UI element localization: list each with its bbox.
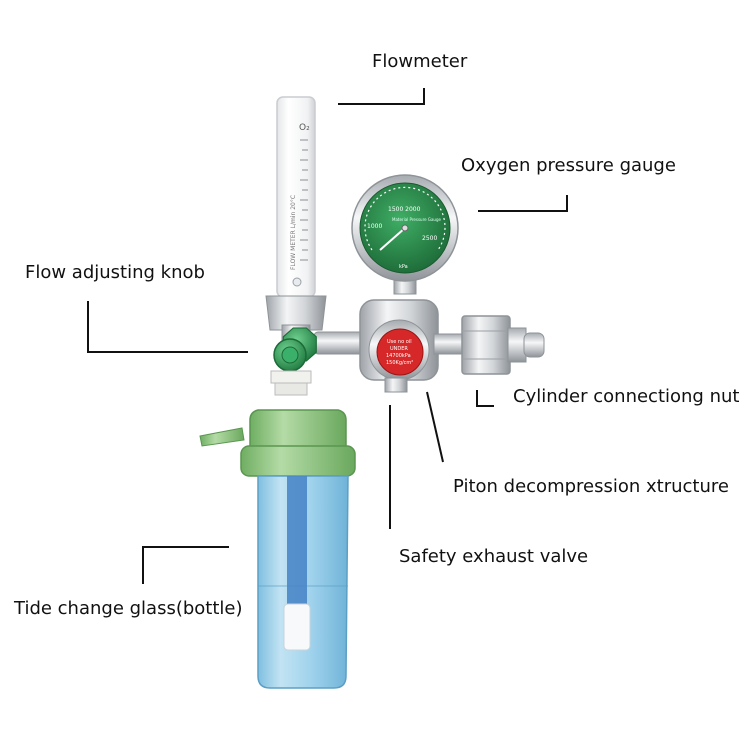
bottle-cap-top [249,409,347,449]
humidifier-bottle [199,409,356,689]
bottle-dip-tube [287,476,307,606]
leader-lines [87,88,568,584]
oxygen-pressure-gauge: 1500 2000 1000 2500 Material Pressure Ga… [351,174,459,295]
label-piston-decompression-structure: Piton decompression xtructure [453,476,729,497]
warning-line-2: UNDER [390,346,408,352]
flowmeter-scale-ticks [300,139,308,261]
warning-line-3: 14700kPa [386,353,411,359]
gauge-unit: kPa [399,264,408,270]
regulator-body: Use no oil UNDER 14700kPa 150Kg/cm² [359,299,465,393]
flowmeter-scale-text: FLOW METER L/min 20°C [290,195,297,270]
label-oxygen-pressure-gauge: Oxygen pressure gauge [461,155,676,176]
warning-label [376,328,424,376]
gauge-scale-right: 2500 [422,235,437,242]
label-flowmeter: Flowmeter [372,51,468,72]
flowmeter: O₂ FLOW METER L/min 20°C [265,96,327,331]
bottle-cap-ring [240,445,356,477]
leader-bottle [142,546,229,584]
leader-flowmeter [338,88,425,105]
gauge-scale-top: 1500 2000 [388,206,421,213]
label-cylinder-connecting-nut: Cylinder connectiong nut [513,386,740,407]
safety-exhaust-valve-part [384,377,408,393]
cylinder-connecting-nut [461,315,545,375]
bottle-diffuser [283,603,311,651]
gauge-brand-text: Material Pressure Gauge [392,217,441,222]
gauge-needle [379,227,406,251]
flowmeter-float [292,277,302,287]
label-flow-adjusting-knob: Flow adjusting knob [25,262,205,283]
label-humidifier-bottle: Tide change glass(bottle) [14,598,243,619]
bottle-outlet-nozzle [199,427,245,447]
warning-line-4: 150Kg/cm² [386,360,413,366]
flow-adjusting-knob[interactable] [270,324,317,396]
gauge-scale-left: 1000 [367,223,382,230]
flowmeter-gas-label: O₂ [299,123,310,133]
leader-gauge [478,195,568,212]
flowmeter-base [265,295,327,331]
warning-line-1: Use no oil [387,339,412,345]
leader-nut [476,390,494,407]
leader-piston [426,391,444,463]
leader-knob [87,301,248,353]
label-safety-exhaust-valve: Safety exhaust valve [399,546,589,567]
